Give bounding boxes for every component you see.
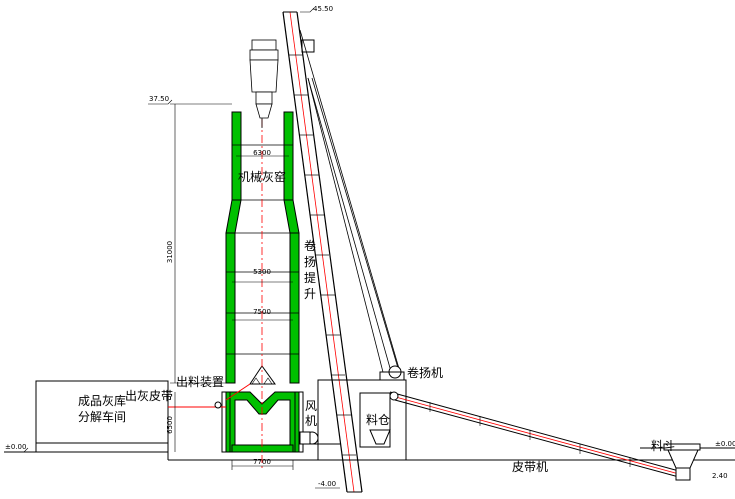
ash-belt-arrow (168, 383, 251, 409)
belt-conveyor (389, 391, 691, 481)
silo-label: 料仓 (366, 413, 390, 427)
discharge-device-label: 出料装置 (176, 375, 224, 389)
kiln-height-dim: 31000 (166, 241, 174, 263)
fan-label-2: 机 (305, 414, 317, 428)
kiln-base (221, 391, 304, 453)
ash-belt-label: 出灰皮带 (125, 389, 173, 403)
hoist-label-4: 升 (304, 287, 316, 301)
warehouse-label-1: 成品灰库 (78, 393, 126, 408)
hoist-label-2: 扬 (304, 254, 316, 269)
kiln-top-elevation: 37.50 (149, 95, 169, 103)
fan-label-1: 风 (305, 399, 317, 413)
base-width-dim: 7700 (253, 458, 271, 466)
diameter-lower-dim: 7500 (253, 308, 271, 316)
hoist-cables (299, 29, 401, 381)
base-height-dim: 6500 (166, 416, 174, 434)
hopper-label: 料斗 (651, 439, 675, 453)
pit-elevation: -4.00 (318, 480, 336, 488)
hopper-depth-dim: 2.40 (712, 472, 728, 480)
ground-elevation-left: ±0.00 (5, 443, 26, 451)
skip-hoist-structure (282, 11, 363, 493)
ground-lines (4, 447, 735, 461)
warehouse-label-2: 分解车间 (78, 409, 126, 424)
hoist-label-3: 提 (304, 270, 316, 285)
warehouse-building (35, 380, 169, 460)
hoist-label-1: 卷 (304, 238, 316, 253)
winch-machine (379, 365, 405, 381)
top-elevation: 45.50 (313, 5, 333, 13)
ground-elevation-right: ±0.00 (715, 440, 735, 448)
silo-hopper (360, 429, 391, 448)
winch-label: 卷扬机 (407, 365, 443, 380)
kiln-label: 机械灰窑 (238, 169, 286, 184)
diameter-top-dim: 6300 (253, 149, 271, 157)
belt-conveyor-label: 皮带机 (512, 460, 548, 474)
diameter-mid-dim: 5300 (253, 268, 271, 276)
feed-hopper (663, 443, 701, 481)
dimension-lines (4, 7, 730, 489)
kiln-top-feeder (249, 39, 279, 128)
